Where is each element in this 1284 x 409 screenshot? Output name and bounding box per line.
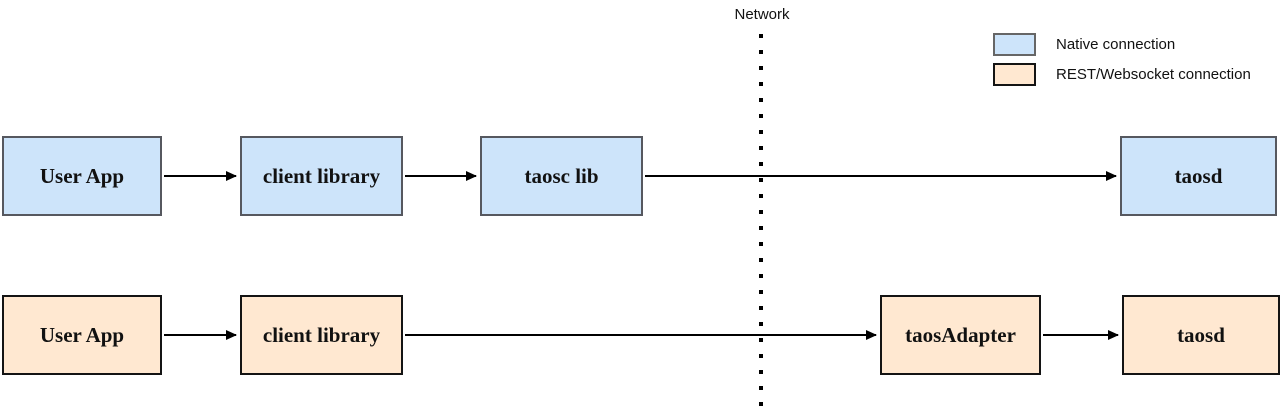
network-label: Network <box>734 6 790 23</box>
legend-item-rest: REST/Websocket connection <box>993 63 1251 86</box>
legend-label-native: Native connection <box>1056 36 1176 53</box>
node-taosc-lib: taosc lib <box>480 136 643 216</box>
legend-item-native: Native connection <box>993 33 1251 56</box>
legend-label-rest: REST/Websocket connection <box>1056 66 1251 83</box>
node-client-library-native: client library <box>240 136 403 216</box>
node-taosadapter: taosAdapter <box>880 295 1041 375</box>
legend-swatch-native <box>993 33 1036 56</box>
node-client-library-rest: client library <box>240 295 403 375</box>
node-taosd-rest: taosd <box>1122 295 1280 375</box>
node-user-app-native: User App <box>2 136 162 216</box>
node-user-app-rest: User App <box>2 295 162 375</box>
node-taosd-native: taosd <box>1120 136 1277 216</box>
legend-swatch-rest <box>993 63 1036 86</box>
legend: Native connection REST/Websocket connect… <box>993 33 1251 86</box>
